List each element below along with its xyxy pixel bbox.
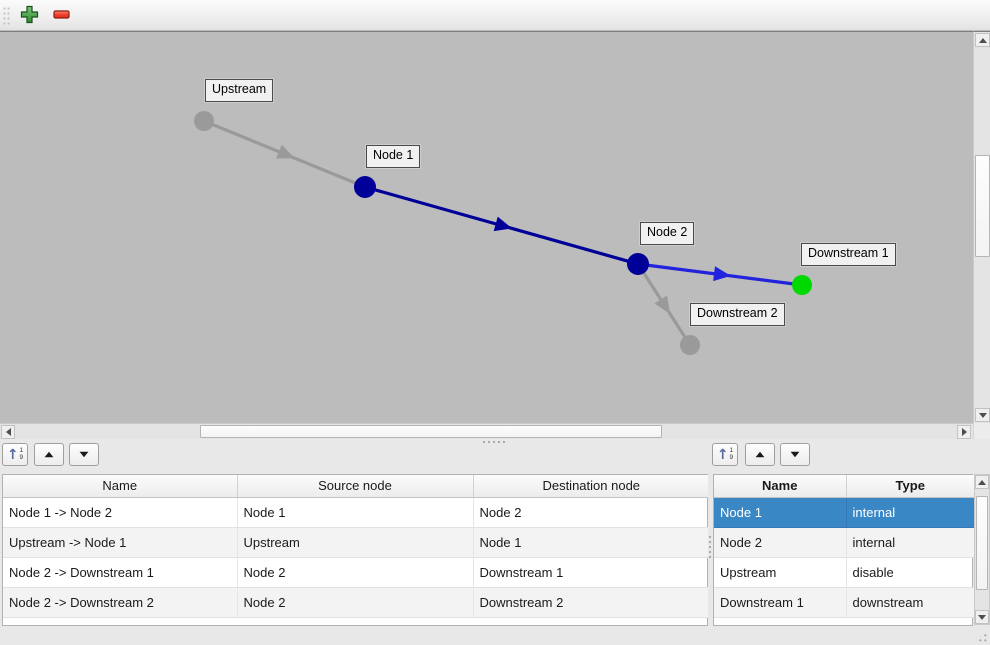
minus-icon (52, 5, 71, 27)
arrow-left-icon (5, 428, 11, 436)
canvas-vertical-scrollbar[interactable] (973, 31, 990, 423)
canvas-horizontal-scrollbar[interactable] (0, 423, 973, 439)
cell-name: Node 1 -> Node 2 (3, 497, 238, 528)
node-label-downstream-1[interactable]: Downstream 1 (801, 243, 896, 266)
cell-source: Upstream (237, 527, 474, 558)
cell-destination: Downstream 1 (473, 557, 709, 588)
table-row[interactable]: Node 2 internal (714, 527, 974, 558)
table-scroll-thumb[interactable] (976, 496, 988, 590)
table-row[interactable]: Node 2 -> Downstream 1 Node 2 Downstream… (3, 557, 709, 588)
node-label-upstream[interactable]: Upstream (205, 79, 274, 102)
column-header-name[interactable]: Name (3, 475, 238, 498)
graph-canvas[interactable]: Upstream Node 1 Node 2 Downstream 1 Down… (0, 31, 973, 423)
nodes-table: Name Type Node 1 internal Node 2 interna… (713, 474, 974, 626)
node-label-node-1[interactable]: Node 1 (366, 145, 421, 168)
node-label-node-2[interactable]: Node 2 (640, 222, 695, 245)
cell-type: disable (846, 557, 974, 588)
cell-destination: Node 2 (473, 497, 709, 528)
arrow-right-icon (961, 428, 967, 436)
horizontal-splitter[interactable] (0, 439, 990, 445)
column-header-name[interactable]: Name (714, 475, 847, 498)
edge-move-up-button[interactable] (34, 443, 64, 466)
move-down-icon (79, 451, 89, 458)
cell-type: internal (846, 497, 974, 528)
arrow-down-icon (978, 614, 986, 620)
vertical-splitter[interactable] (708, 474, 713, 625)
table-row-selected[interactable]: Node 1 internal (714, 497, 974, 528)
cell-source: Node 1 (237, 497, 474, 528)
arrow-up-icon (978, 479, 986, 485)
column-header-source-node[interactable]: Source node (237, 475, 474, 498)
node-label-downstream-2[interactable]: Downstream 2 (690, 303, 785, 326)
cell-name: Node 2 (714, 527, 847, 558)
scroll-right-button[interactable] (957, 425, 971, 439)
cell-destination: Node 1 (473, 527, 709, 558)
cell-name: Upstream (714, 557, 847, 588)
cell-type: downstream (846, 587, 974, 618)
table-row[interactable]: Node 1 -> Node 2 Node 1 Node 2 (3, 497, 709, 528)
scrollbar-corner (973, 423, 990, 439)
edge-move-down-button[interactable] (69, 443, 99, 466)
table-row[interactable]: Upstream disable (714, 557, 974, 588)
scroll-down-button[interactable] (975, 408, 990, 422)
toolbar-drag-handle[interactable] (3, 7, 11, 25)
edges-table: Name Source node Destination node Node 1… (2, 474, 709, 626)
cell-name: Upstream -> Node 1 (3, 527, 238, 558)
vertical-scroll-thumb[interactable] (975, 155, 990, 257)
table-row[interactable]: Upstream -> Node 1 Upstream Node 1 (3, 527, 709, 558)
splitter-handle-icon (483, 441, 507, 444)
move-down-icon (790, 451, 800, 458)
node-move-down-button[interactable] (780, 443, 810, 466)
graph-drawing (194, 111, 812, 355)
cell-name: Node 2 -> Downstream 2 (3, 587, 238, 618)
plus-icon (20, 5, 39, 27)
arrow-down-icon (978, 412, 987, 418)
scroll-left-button[interactable] (1, 425, 15, 439)
move-up-icon (755, 451, 765, 458)
column-header-destination-node[interactable]: Destination node (473, 475, 709, 498)
main-toolbar (0, 0, 990, 31)
window-resize-grip[interactable] (974, 629, 988, 643)
scroll-up-button[interactable] (975, 475, 989, 489)
column-header-type[interactable]: Type (846, 475, 974, 498)
horizontal-scroll-thumb[interactable] (200, 425, 662, 438)
remove-button[interactable] (49, 4, 73, 28)
cell-name: Node 1 (714, 497, 847, 528)
node-move-up-button[interactable] (745, 443, 775, 466)
table-row[interactable]: Node 2 -> Downstream 2 Node 2 Downstream… (3, 587, 709, 618)
cell-name: Downstream 1 (714, 587, 847, 618)
table-row[interactable]: Downstream 1 downstream (714, 587, 974, 618)
cell-name: Node 2 -> Downstream 1 (3, 557, 238, 588)
splitter-handle-icon (709, 536, 712, 560)
scroll-down-button[interactable] (975, 610, 989, 624)
move-up-icon (44, 451, 54, 458)
nodes-table-scrollbar[interactable] (974, 474, 990, 625)
add-button[interactable] (17, 4, 41, 28)
cell-source: Node 2 (237, 557, 474, 588)
arrow-up-icon (978, 37, 987, 43)
cell-type: internal (846, 527, 974, 558)
scroll-up-button[interactable] (975, 33, 990, 47)
cell-source: Node 2 (237, 587, 474, 618)
cell-destination: Downstream 2 (473, 587, 709, 618)
